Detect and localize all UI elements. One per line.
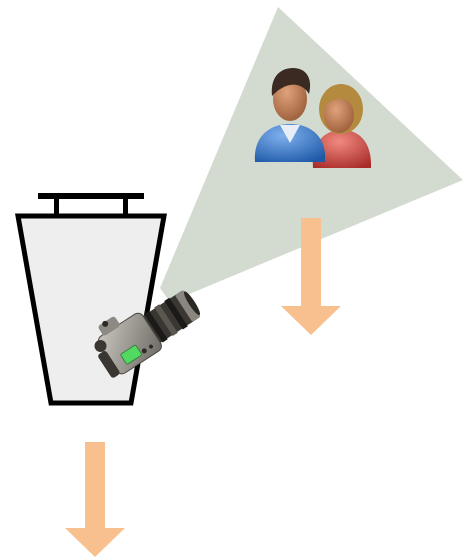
container-handle-bar (38, 193, 144, 199)
container-body (18, 216, 164, 403)
container-bucket (18, 193, 164, 403)
arrow-down-under-container (65, 442, 125, 557)
